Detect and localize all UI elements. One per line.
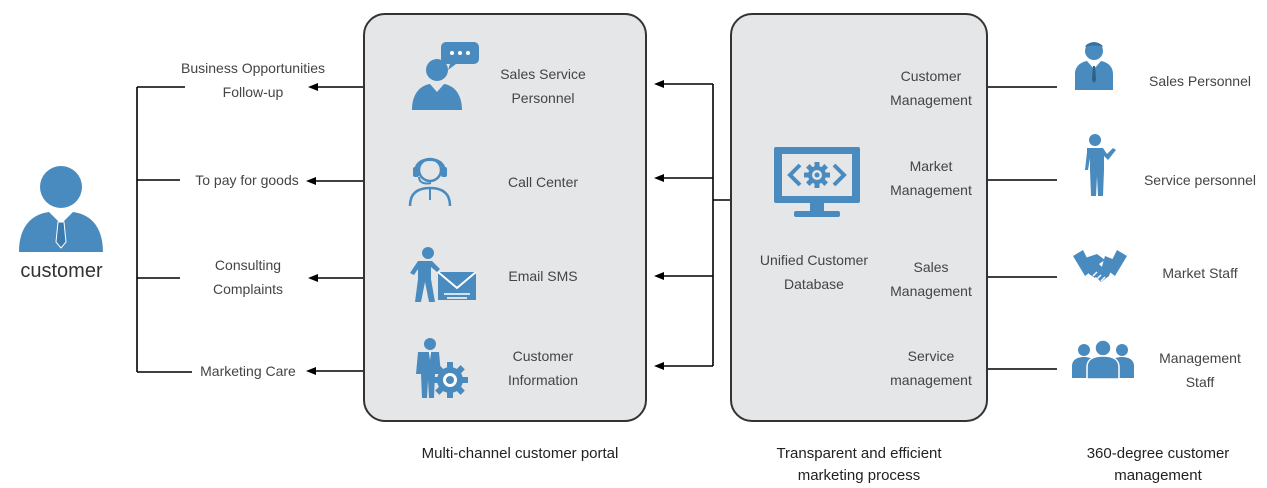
customer-portal-panel xyxy=(363,13,647,422)
database-bracket xyxy=(664,83,753,367)
portal-item-line: Sales Service xyxy=(500,66,586,82)
portal-item-line: Call Center xyxy=(507,174,579,190)
module-line: Sales xyxy=(913,259,949,275)
staff-line: Staff xyxy=(1185,374,1215,390)
staff-line: Sales Personnel xyxy=(1149,73,1251,89)
customer-bracket xyxy=(136,86,192,373)
businessman-icon xyxy=(1075,42,1113,90)
channel-label-marketing: Marketing Care xyxy=(188,359,308,383)
portal-item-call-center: Call Center xyxy=(484,170,602,194)
handshake-icon xyxy=(1073,250,1127,282)
channel-label-business: Business Opportunities Follow-up xyxy=(168,56,338,104)
channel-line: Complaints xyxy=(212,281,284,297)
portal-item-line: Personnel xyxy=(511,90,575,106)
customer-label: customer xyxy=(20,260,103,282)
caption-line: marketing process xyxy=(797,467,921,484)
channel-line: Business Opportunities xyxy=(181,60,325,76)
caption-line: 360-degree customer xyxy=(1086,445,1230,462)
module-customer-management: Customer Management xyxy=(876,64,986,112)
channel-line: Consulting xyxy=(214,257,282,273)
channel-line: To pay for goods xyxy=(195,172,299,188)
service-person-icon xyxy=(1085,134,1116,196)
channel-line: Marketing Care xyxy=(200,363,296,379)
module-line: Market xyxy=(909,158,953,174)
staff-line: Management xyxy=(1159,350,1241,366)
module-line: Management xyxy=(890,283,972,299)
database-line: Unified Customer xyxy=(759,252,869,268)
monitor-gear-icon xyxy=(774,147,860,217)
portal-caption: Multi-channel customer portal xyxy=(421,445,619,462)
database-panel xyxy=(730,13,988,422)
portal-item-line: Customer xyxy=(512,348,574,364)
caption-line: Transparent and efficient xyxy=(776,445,942,462)
module-line: Management xyxy=(890,182,972,198)
customer-avatar-icon xyxy=(19,166,103,252)
database-label: Unified Customer Database xyxy=(744,248,884,296)
call-center-icon xyxy=(408,157,452,207)
module-service-management: Service management xyxy=(876,344,986,392)
channel-label-consulting: Consulting Complaints xyxy=(188,253,308,301)
portal-arrow-heads xyxy=(654,80,664,370)
database-line: Database xyxy=(784,276,844,292)
caption-line: management xyxy=(1114,467,1202,484)
module-line: Service xyxy=(907,348,955,364)
staff-market-staff: Market Staff xyxy=(1135,261,1265,285)
customer-information-icon xyxy=(416,338,468,398)
staff-sales-personnel: Sales Personnel xyxy=(1135,69,1265,93)
portal-item-customer-information: Customer Information xyxy=(484,344,602,392)
sales-service-icon xyxy=(412,42,479,110)
email-sms-icon xyxy=(410,247,477,302)
module-market-management: Market Management xyxy=(876,154,986,202)
staff-lines xyxy=(988,86,1057,370)
module-line: management xyxy=(890,372,972,388)
portal-item-email-sms: Email SMS xyxy=(484,264,602,288)
portal-item-line: Information xyxy=(507,372,579,388)
channel-line: Follow-up xyxy=(222,84,284,100)
staff-line: Service personnel xyxy=(1143,172,1257,188)
staff-caption: 360-degree customer management xyxy=(1060,443,1256,487)
module-line: Customer xyxy=(900,68,962,84)
customer: customer xyxy=(14,162,109,287)
staff-service-personnel: Service personnel xyxy=(1133,168,1267,192)
module-line: Management xyxy=(890,92,972,108)
portal-item-line: Email SMS xyxy=(508,268,578,284)
group-icon xyxy=(1072,339,1134,380)
channel-arrow-left-heads xyxy=(306,83,318,375)
database-caption: Transparent and efficient marketing proc… xyxy=(730,443,988,487)
portal-item-sales-service: Sales Service Personnel xyxy=(484,62,602,110)
module-sales-management: Sales Management xyxy=(876,255,986,303)
staff-line: Market Staff xyxy=(1162,265,1238,281)
staff-management-staff: Management Staff xyxy=(1135,346,1265,394)
channel-label-pay: To pay for goods xyxy=(182,168,312,192)
